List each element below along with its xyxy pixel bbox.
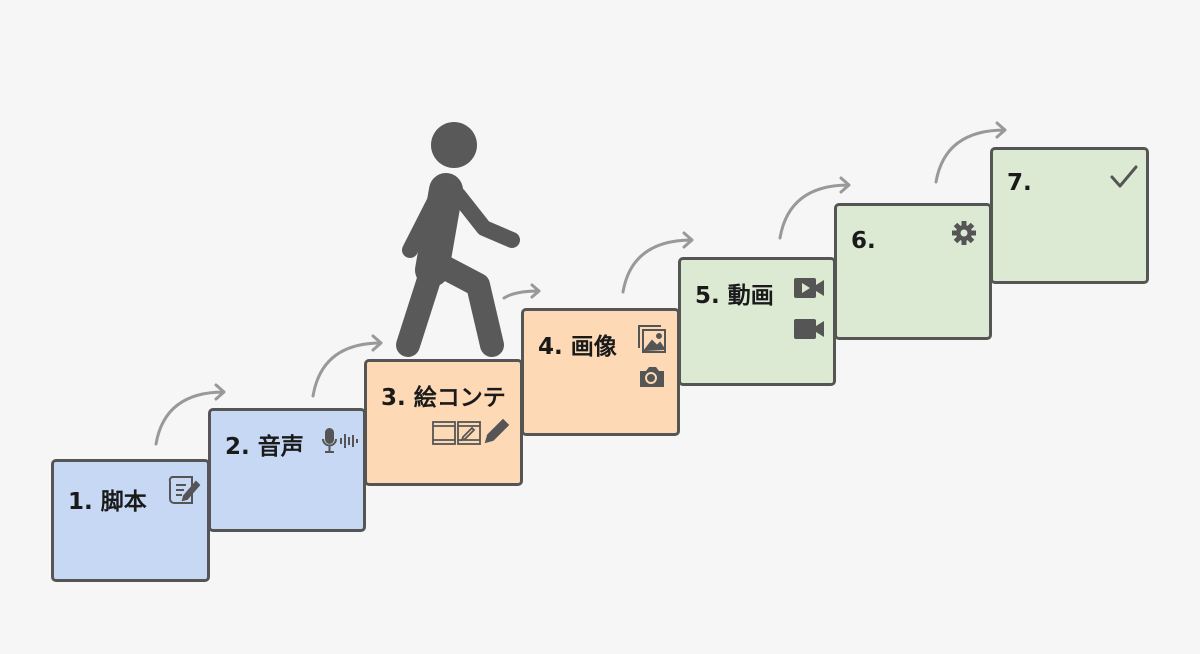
- arrow-2-3: [311, 334, 383, 398]
- step-label: 1. 脚本: [68, 489, 147, 515]
- image-icon: [638, 325, 666, 353]
- video-camera-icon: [794, 319, 824, 339]
- step-label: 7.: [1007, 170, 1032, 196]
- script-icon: [168, 476, 201, 504]
- step-6: 6.: [834, 203, 992, 340]
- microphone-icon: [322, 428, 358, 453]
- step-3: 3. 絵コンテ: [364, 359, 523, 486]
- step-4: 4. 画像: [521, 308, 680, 436]
- step-label: 4. 画像: [538, 334, 617, 360]
- arrow-6-7: [934, 121, 1007, 184]
- arrow-5-6: [778, 176, 851, 240]
- step-label: 2. 音声: [225, 434, 304, 460]
- step-label: 5. 動画: [695, 283, 774, 309]
- soundwave-icon: [340, 434, 358, 448]
- film-frame-icon: [432, 421, 456, 445]
- walking-person-icon: [396, 122, 520, 357]
- step-label: 3. 絵コンテ: [381, 385, 506, 411]
- arrow-4-5: [621, 231, 694, 294]
- step-5: 5. 動画: [678, 257, 836, 386]
- checkmark-icon: [1110, 165, 1138, 188]
- step-2: 2. 音声: [208, 408, 366, 532]
- step-1: 1. 脚本: [51, 459, 210, 582]
- arrow-1-2: [154, 383, 226, 446]
- pencil-icon: [484, 418, 510, 444]
- step-label: 6.: [851, 228, 876, 254]
- gear-icon: [952, 221, 976, 245]
- video-play-icon: [794, 278, 824, 298]
- arrow-3-4: [502, 283, 541, 300]
- storyboard-icons: [432, 418, 510, 445]
- film-frame-edit-icon: [457, 421, 481, 445]
- step-7: 7.: [990, 147, 1149, 284]
- camera-icon: [640, 367, 664, 387]
